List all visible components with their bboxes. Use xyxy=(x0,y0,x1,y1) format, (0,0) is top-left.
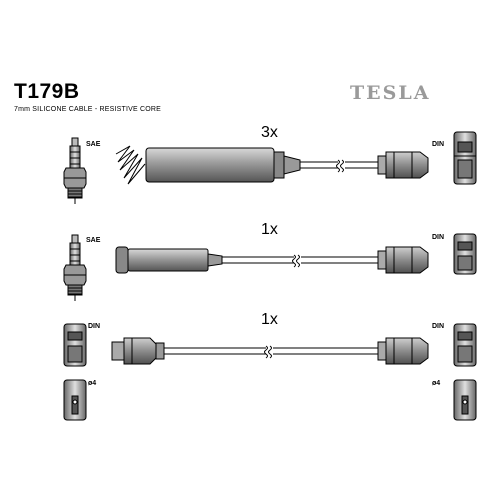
lead-3 xyxy=(111,337,429,365)
din-label-1: DIN xyxy=(432,141,445,148)
din-label-2: DIN xyxy=(432,234,445,241)
brand-logo: TESLA xyxy=(350,82,431,104)
spark-plug-icon xyxy=(63,137,87,204)
din-terminal-icon xyxy=(453,131,477,185)
sae-label-2: SAE xyxy=(86,237,101,244)
din-label-3-right: DIN xyxy=(432,323,445,330)
spring-icon xyxy=(115,145,146,185)
sae-label-1: SAE xyxy=(86,141,101,148)
spark-plug-icon xyxy=(63,234,87,301)
dia-label-right: ø4 xyxy=(432,380,441,387)
din-terminal-icon xyxy=(453,233,477,275)
din-terminal-icon xyxy=(63,323,87,367)
lead-2 xyxy=(115,246,429,274)
pin-terminal-icon xyxy=(63,379,87,421)
din-terminal-icon xyxy=(453,323,477,367)
part-number: T179B xyxy=(14,80,80,103)
pin-terminal-icon xyxy=(453,379,477,421)
lead-1-quantity: 3x xyxy=(261,124,278,141)
cable-spec: 7mm SILICONE CABLE - RESISTIVE CORE xyxy=(14,106,162,113)
din-label-3-left: DIN xyxy=(88,323,101,330)
lead-3-quantity: 1x xyxy=(261,311,278,328)
lead-1 xyxy=(115,145,429,185)
lead-2-quantity: 1x xyxy=(261,221,278,238)
dia-label-left: ø4 xyxy=(88,380,97,387)
